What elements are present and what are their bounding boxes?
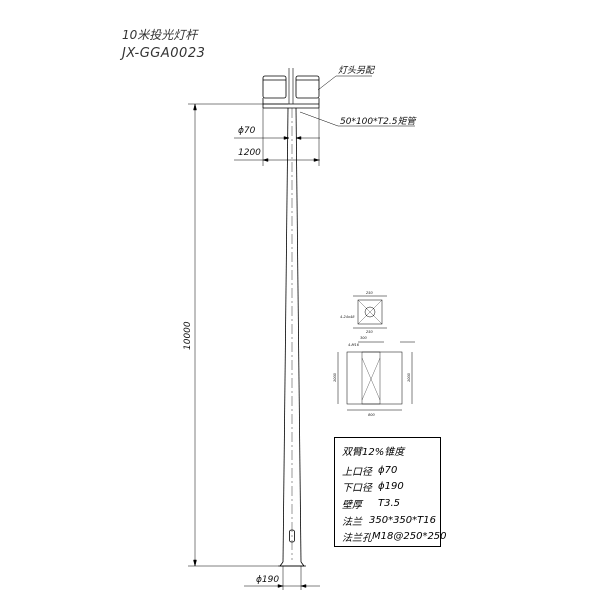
spec-row: 上口径 ϕ70 (342, 462, 436, 479)
label-arm-spec: 50*100*T2.5矩管 (340, 116, 417, 127)
spec-value: T3.5 (378, 497, 401, 509)
arm-tube (262, 98, 320, 109)
spec-key: 上口径 (342, 466, 372, 478)
dim-pole-height (188, 103, 288, 567)
lamp-head-left (262, 75, 287, 99)
label-arm-width: 1200 (238, 148, 261, 158)
fnd-label-b2: 300 (360, 336, 367, 340)
dim-top-diameter (234, 136, 320, 140)
spec-key: 下口径 (342, 483, 372, 495)
label-lamp-note: 灯头另配 (338, 65, 376, 76)
pole-shaft (282, 107, 302, 563)
lamp-head-right (295, 75, 320, 99)
spec-table-heading: 双臂12%锥度 (342, 447, 405, 458)
fnd-label-b5: 800 (368, 413, 375, 417)
label-top-diameter: ϕ70 (238, 126, 256, 136)
drawing-title: 10米投光灯杆 (122, 28, 198, 42)
foundation-section (337, 341, 415, 411)
label-pole-height: 10000 (183, 321, 193, 350)
fnd-label-b4: 1000 (407, 372, 411, 382)
fnd-label-b1: 4-M16 (348, 343, 360, 347)
spec-value: M18@250*250 (372, 531, 447, 543)
fnd-label-a3: 250 (366, 291, 373, 295)
fnd-label-b3: 1000 (333, 372, 337, 382)
pole-base-flange (278, 561, 306, 567)
label-bottom-diameter: ϕ190 (256, 575, 279, 585)
spec-row: 法兰 350*350*T16 (342, 512, 436, 529)
fnd-label-a2: 250 (366, 330, 373, 334)
spec-row: 壁厚 T3.5 (342, 495, 436, 512)
leader-arm-spec (299, 111, 339, 127)
leader-lamp-note (317, 75, 337, 91)
model-code: JX-GGA0023 (122, 46, 206, 61)
spec-key: 法兰孔 (342, 533, 372, 545)
spec-key: 壁厚 (342, 499, 362, 511)
spec-row: 法兰孔 M18@250*250 (342, 528, 447, 545)
dim-bottom-diameter (244, 566, 320, 590)
spec-value: 350*350*T16 (368, 514, 436, 526)
dim-arm-width (234, 108, 320, 166)
foundation-plan (353, 295, 387, 329)
spec-table: 双臂12%锥度 上口径 ϕ70 下口径 ϕ190 壁厚 T3.5 法兰 350*… (334, 437, 447, 547)
fnd-label-a1: 4-24x48 (340, 315, 355, 319)
spec-value: ϕ70 (378, 464, 398, 476)
spec-value: ϕ190 (378, 481, 404, 493)
spec-key: 法兰 (342, 516, 362, 528)
spec-row: 下口径 ϕ190 (342, 479, 436, 496)
